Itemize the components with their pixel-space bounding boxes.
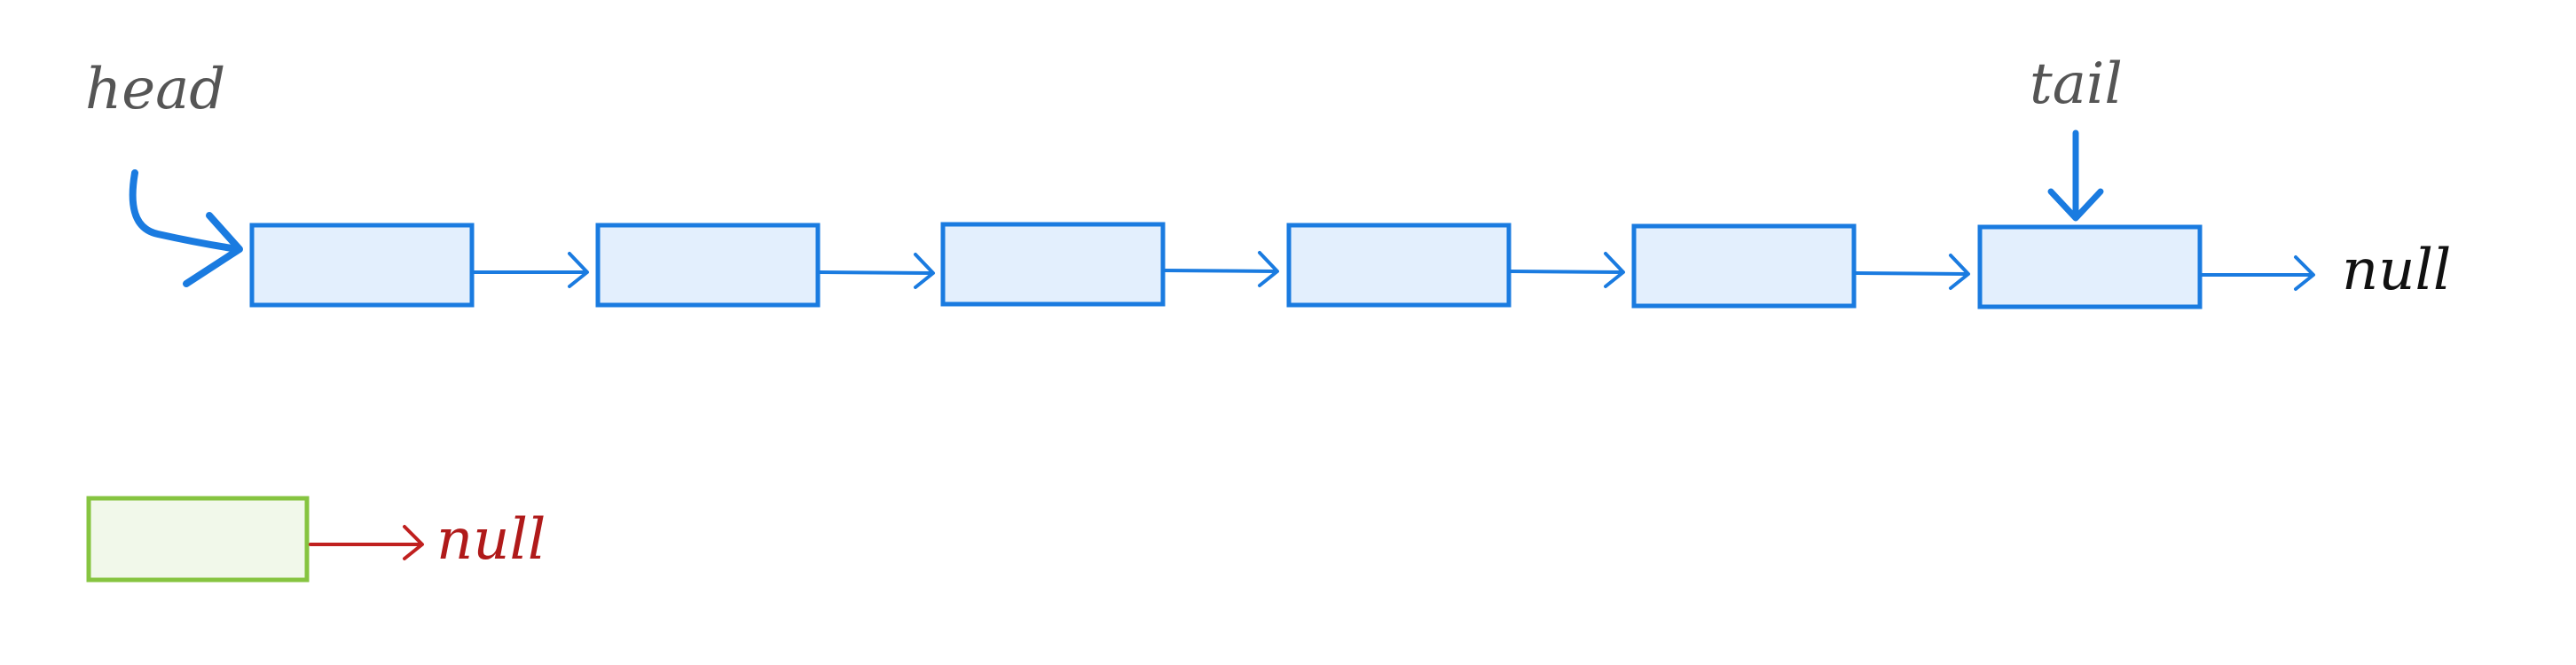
list-node: [249, 223, 475, 308]
list-node: [1977, 224, 2203, 309]
next-pointers: [472, 251, 2315, 291]
new-node-null-label: null: [436, 507, 546, 573]
next-pointer-arrow: [1509, 252, 1625, 288]
list-node: [940, 222, 1166, 307]
next-pointer-arrow: [472, 252, 589, 288]
next-pointer-arrow: [1854, 254, 1970, 290]
list-node: [595, 223, 821, 308]
list-end-null-label: null: [2342, 238, 2451, 303]
tail-label: tail: [2030, 51, 2123, 117]
linked-list: [249, 222, 2203, 309]
tail-pointer-arrowhead: [2047, 188, 2104, 222]
next-pointer-arrow: [818, 253, 935, 289]
next-pointer-arrow: [2200, 255, 2315, 291]
next-pointer-arrow: [1163, 251, 1279, 287]
new-node: [86, 496, 310, 583]
list-node: [1286, 223, 1512, 308]
head-pointer-arrow: [129, 169, 241, 253]
head-pointer-arrowhead: [183, 212, 243, 287]
new-node-next-pointer: [309, 525, 424, 560]
list-node: [1631, 223, 1857, 309]
head-label: head: [85, 57, 225, 122]
